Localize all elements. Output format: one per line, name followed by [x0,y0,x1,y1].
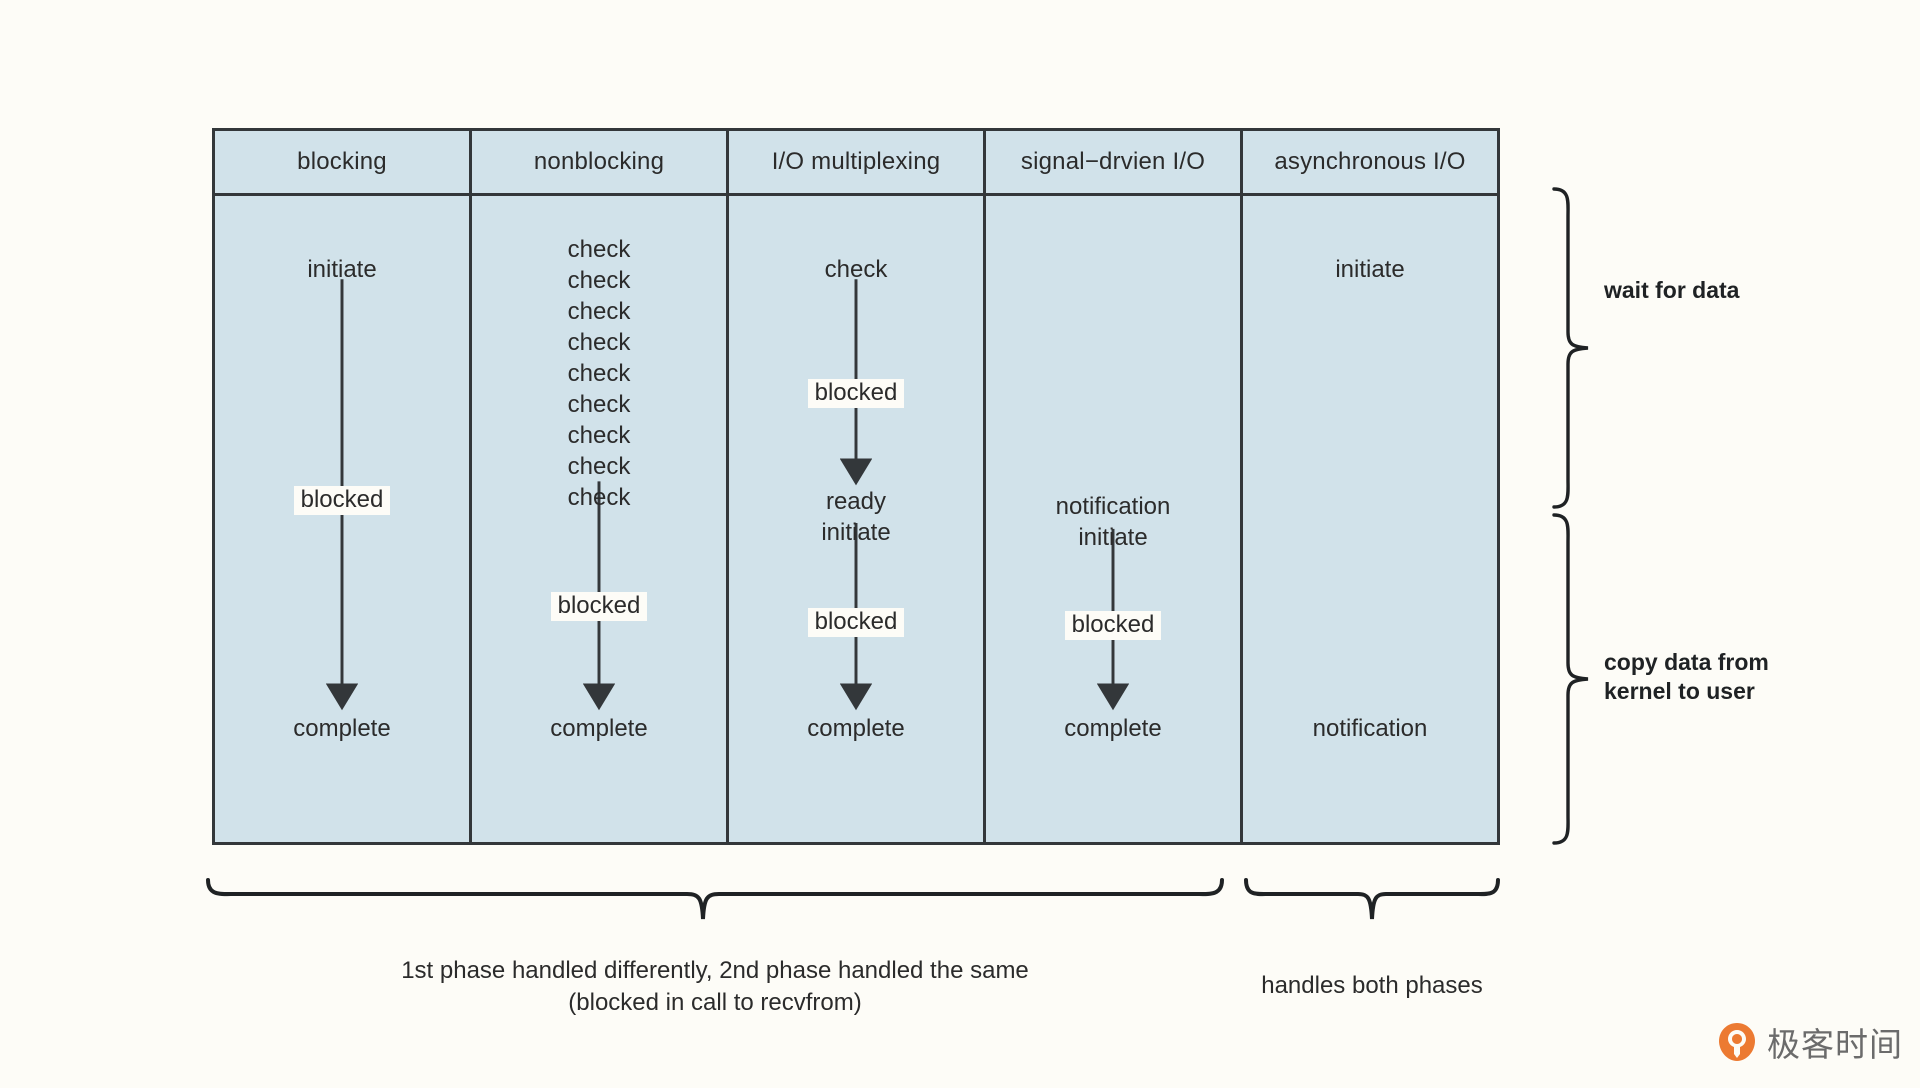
step-blocked: blocked [729,379,983,408]
brace-wait-for-data [1552,187,1589,509]
watermark: 极客时间 [1716,1018,1903,1066]
step-blocked: blocked [472,592,726,621]
column-header-asynchronous-io: asynchronous I/O [1243,131,1497,193]
step-notification: notification [1055,493,1171,520]
column-header-label: nonblocking [533,148,665,175]
step-initiate: initiate [1335,256,1405,283]
geekbang-logo-icon [1716,1021,1758,1063]
step-check: check [567,329,631,356]
column-body-nonblocking: check check check check check check chec… [472,196,729,842]
column-header-label: I/O multiplexing [771,148,941,175]
column-header-nonblocking: nonblocking [472,131,729,193]
column-header-io-multiplexing: I/O multiplexing [729,131,986,193]
column-header-blocking: blocking [215,131,472,193]
io-models-table: blocking nonblocking I/O multiplexing si… [212,128,1500,845]
step-check: check [567,484,631,511]
watermark-text: 极客时间 [1767,1025,1903,1064]
column-header-label: asynchronous I/O [1274,148,1466,175]
brace-copy-data [1552,513,1589,845]
table-header-row: blocking nonblocking I/O multiplexing si… [215,131,1497,196]
step-check: check [567,453,631,480]
step-check: check [567,391,631,418]
step-blocked: blocked [986,611,1240,640]
step-blocked: blocked [215,486,469,515]
step-initiate: initiate [307,256,377,283]
column-header-label: blocking [297,148,387,175]
blocking-steps: initiate blocked complete [215,196,469,842]
column-body-blocking: initiate blocked complete [215,196,472,842]
column-body-signal-driven-io: notification initiate blocked complete [986,196,1243,842]
table-body-row: initiate blocked complete check [215,196,1497,842]
column-body-asynchronous-io: initiate notification [1243,196,1497,842]
column-header-label: signal−drvien I/O [1020,148,1206,175]
io-multiplexing-steps: check blocked ready initiate blocked com… [729,196,983,842]
step-check: check [567,422,631,449]
step-complete: complete [550,715,648,742]
asynchronous-steps: initiate notification [1243,196,1497,842]
nonblocking-steps: check check check check check check chec… [472,196,726,842]
column-header-signal-driven-io: signal−drvien I/O [986,131,1243,193]
caption-both-phases: handles both phases [1261,972,1483,999]
step-notification: notification [1312,715,1428,742]
step-complete: complete [293,715,391,742]
caption-first-phase: 1st phase handled differently, 2nd phase… [401,957,1029,1017]
brace-label-wait-for-data: wait for data [1604,277,1740,303]
step-check: check [567,267,631,294]
step-check: check [824,256,888,283]
step-blocked: blocked [729,608,983,637]
step-check: check [567,236,631,263]
step-complete: complete [1064,715,1162,742]
step-ready: ready [825,488,887,515]
column-body-io-multiplexing: check blocked ready initiate blocked com… [729,196,986,842]
step-complete: complete [807,715,905,742]
brace-both-phases [1244,878,1500,920]
brace-label-copy-data: copy data from kernel to user [1604,649,1769,705]
step-initiate: initiate [1078,524,1148,551]
brace-first-phase [206,878,1224,920]
step-check: check [567,360,631,387]
step-check: check [567,298,631,325]
signal-driven-steps: notification initiate blocked complete [986,196,1240,842]
step-initiate: initiate [821,519,891,546]
